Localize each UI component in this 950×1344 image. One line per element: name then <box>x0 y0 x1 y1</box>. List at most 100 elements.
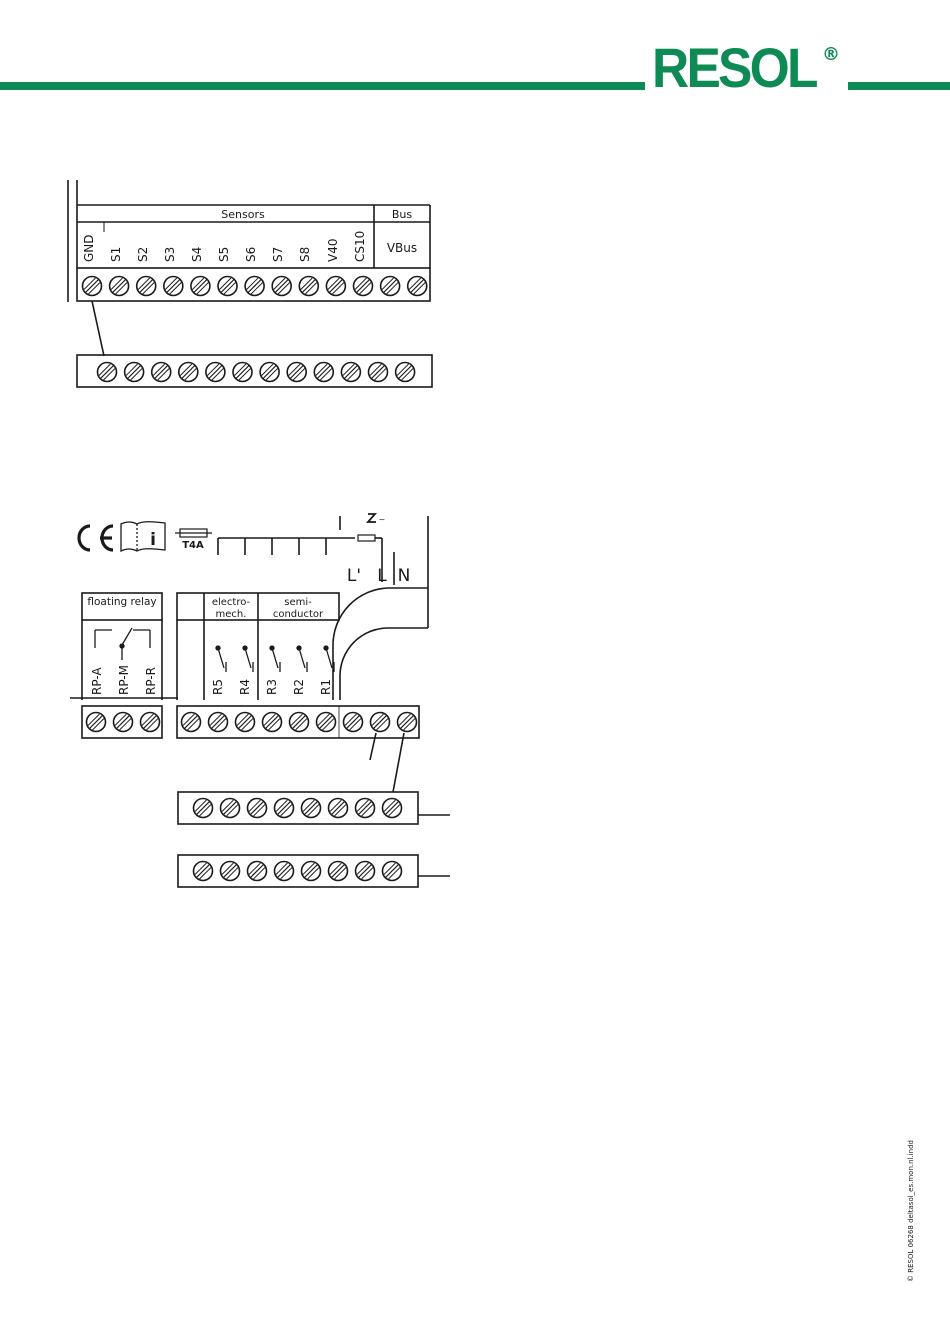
terminal-screw <box>263 713 282 732</box>
sensor-terminal-labels: GND S1 S2 S3 S4 S5 S6 S7 S8 V40 CS10 <box>82 222 367 268</box>
terminal-screw <box>369 363 388 382</box>
terminal-screw <box>248 799 267 818</box>
terminal-screw <box>383 862 402 881</box>
relay-terminal-label: R4 <box>238 679 252 695</box>
mains-terminal-label: N <box>398 566 411 586</box>
semiconductor-label-line1: semi- <box>284 597 312 608</box>
terminal-screw <box>125 363 144 382</box>
terminal-screw <box>221 799 240 818</box>
info-icon-letter: i <box>150 530 156 550</box>
floating-terminal-labels: RP-A RP-M RP-R <box>90 665 158 695</box>
semiconductor-label-line2: conductor <box>273 609 324 620</box>
earth-terminal-screws <box>194 862 402 881</box>
vbus-label: VBus <box>387 241 417 255</box>
terminal-screw <box>356 799 375 818</box>
sensor-terminal-label: S6 <box>244 247 258 262</box>
sensor-block: Sensors Bus GND S1 S2 S3 S4 S5 S6 S7 S8 V40 CS10 V… <box>68 180 432 387</box>
ground-terminal-screws <box>98 363 415 382</box>
electromech-label-line1: electro- <box>212 597 251 608</box>
terminal-screw <box>396 363 415 382</box>
terminal-screw <box>329 862 348 881</box>
sensor-terminal-label: CS10 <box>353 231 367 262</box>
terminal-screw <box>314 363 333 382</box>
terminal-screw <box>194 799 213 818</box>
terminal-screw <box>329 799 348 818</box>
terminal-screw <box>344 713 363 732</box>
relay-terminal-label: R3 <box>265 679 279 695</box>
gnd-wire <box>92 301 104 356</box>
neutral-wire <box>370 733 376 760</box>
sensor-terminal-label: S3 <box>163 247 177 262</box>
ce-mark-icon <box>79 526 113 550</box>
terminal-screw <box>83 277 102 296</box>
terminal-screw <box>152 363 171 382</box>
power-block: i T4A ~ L' LN floating relay <box>70 514 450 887</box>
terminal-screw <box>248 862 267 881</box>
terminal-screw <box>317 713 336 732</box>
floating-relay-contact-icon <box>95 628 150 660</box>
sensor-terminal-label: S8 <box>298 247 312 262</box>
sensor-terminal-label: S4 <box>190 247 204 262</box>
terminal-screw <box>218 277 237 296</box>
floating-terminal-label: RP-R <box>144 667 158 695</box>
sensor-terminal-label: V40 <box>326 239 340 262</box>
sensor-terminal-screws <box>83 277 427 296</box>
document-footer-note: © RESOL 06268 deltasol_es.mon.nl.indd <box>907 1140 915 1282</box>
terminal-screw <box>236 713 255 732</box>
floating-terminal-label: RP-M <box>117 665 131 695</box>
terminal-screw <box>221 862 240 881</box>
terminal-screw <box>87 713 106 732</box>
terminal-screw <box>141 713 160 732</box>
svg-text:~: ~ <box>379 515 386 524</box>
internal-fuse-icon <box>358 535 375 541</box>
terminal-screw <box>275 799 294 818</box>
fuse-icon <box>175 529 212 537</box>
sensor-terminal-label: S2 <box>136 247 150 262</box>
relay-contact-icons <box>216 646 334 672</box>
fuse-rating-label: T4A <box>182 540 204 551</box>
relay-terminal-label: R5 <box>211 679 225 695</box>
floating-relay-screws <box>87 713 160 732</box>
terminal-screw <box>164 277 183 296</box>
terminal-screw <box>206 363 225 382</box>
relay-terminal-screws <box>182 713 417 732</box>
terminal-screw <box>398 713 417 732</box>
terminal-screw <box>302 862 321 881</box>
sensor-terminal-label: S5 <box>217 247 231 262</box>
terminal-screw <box>245 277 264 296</box>
sensor-terminal-label: S1 <box>109 247 123 262</box>
terminal-screw <box>260 363 279 382</box>
terminal-screw <box>326 277 345 296</box>
manual-info-icon <box>121 522 165 551</box>
sensor-terminal-label: GND <box>82 234 96 262</box>
terminal-screw <box>98 363 117 382</box>
power-symbol-icon <box>368 514 376 522</box>
floating-relay-label: floating relay <box>87 596 156 608</box>
floating-terminal-label: RP-A <box>90 667 104 695</box>
terminal-screw <box>287 363 306 382</box>
terminal-screw <box>272 277 291 296</box>
terminal-screw <box>114 713 133 732</box>
electromech-label-line2: mech. <box>216 609 247 620</box>
neutral-terminal-screws <box>194 799 402 818</box>
terminal-screw <box>371 713 390 732</box>
sensors-header: Sensors <box>221 208 265 221</box>
protective-earth-wire <box>393 733 404 792</box>
terminal-screw <box>194 862 213 881</box>
terminal-screw <box>191 277 210 296</box>
terminal-screw <box>354 277 373 296</box>
sensor-terminal-label: S7 <box>271 247 285 262</box>
terminal-screw <box>381 277 400 296</box>
relay-terminal-label: R1 <box>319 679 333 695</box>
terminal-screw <box>341 363 360 382</box>
mains-terminal-label: L <box>377 566 387 586</box>
bus-header: Bus <box>392 208 413 221</box>
terminal-screw <box>302 799 321 818</box>
mains-terminal-label: L' <box>347 566 361 586</box>
terminal-screw <box>356 862 375 881</box>
terminal-screw <box>110 277 129 296</box>
terminal-screw <box>209 713 228 732</box>
